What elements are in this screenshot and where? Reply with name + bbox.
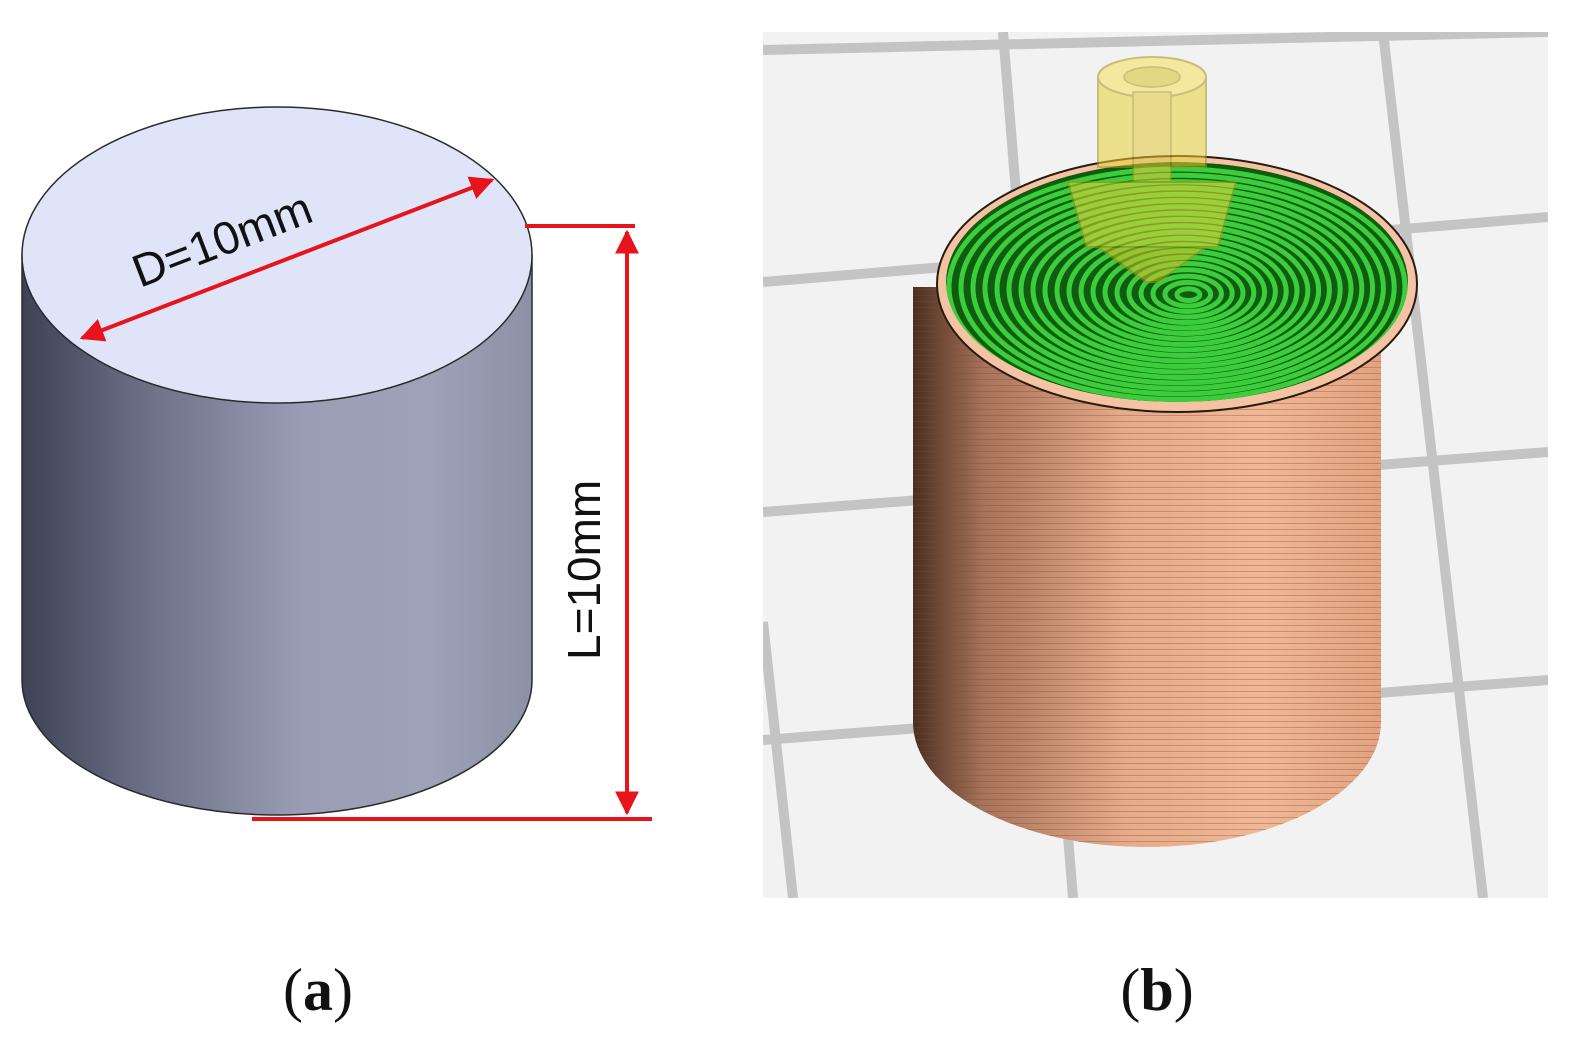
length-label: L=10mm <box>558 480 610 660</box>
infill-ring <box>1138 267 1235 320</box>
diameter-arrow <box>79 176 495 342</box>
cylinder-top-face <box>21 106 533 404</box>
slicer-preview-panel <box>763 32 1548 898</box>
caption-b: (b) <box>1120 957 1194 1023</box>
infill-ring <box>958 172 1397 402</box>
nozzle <box>1066 56 1238 283</box>
infill-ring <box>1126 261 1246 325</box>
infill-ring <box>1162 279 1214 309</box>
infill-ring <box>1150 273 1224 314</box>
cad-cylinder-panel: D=10mm L=10mm <box>21 106 652 821</box>
infill-ring <box>1174 286 1203 304</box>
infill-ring <box>946 166 1408 402</box>
cylinder-body <box>21 254 533 816</box>
caption-a: (a) <box>283 957 353 1023</box>
